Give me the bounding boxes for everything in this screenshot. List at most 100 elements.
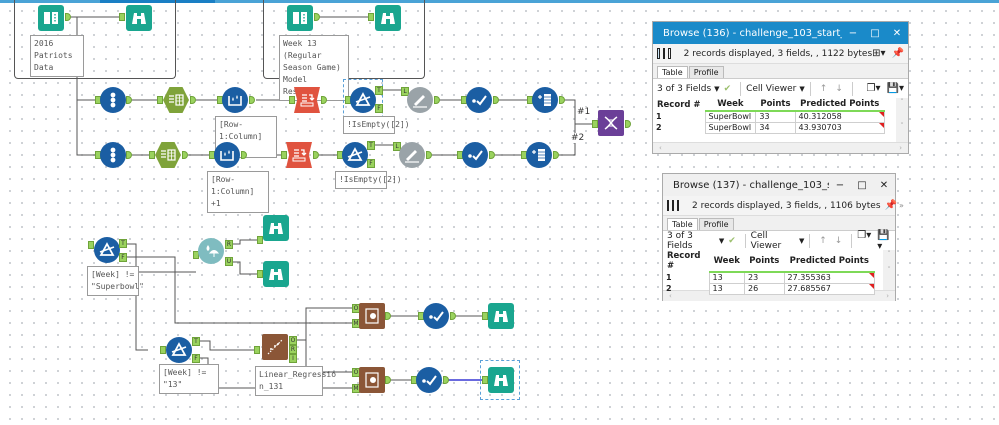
output-anchor[interactable]	[190, 96, 196, 104]
output-anchor[interactable]	[443, 376, 449, 384]
cell-week[interactable]: SuperBowl	[704, 110, 757, 123]
score-tool-2[interactable]	[359, 367, 385, 393]
multi-row-formula-tool-1[interactable]	[222, 87, 248, 113]
column-header-record[interactable]: Record #	[657, 99, 701, 110]
column-header-week[interactable]: Week	[709, 250, 745, 273]
window-title-bar[interactable]: Browse (136) - challenge_103_start_file.…	[653, 22, 908, 44]
record-id-tool-1[interactable]	[100, 87, 126, 113]
score-tool-1[interactable]	[359, 303, 385, 329]
input-anchor[interactable]	[482, 312, 488, 320]
maximize-button[interactable]: □	[870, 27, 880, 39]
output-anchor-o[interactable]: O	[289, 336, 297, 345]
select-tool-1[interactable]	[466, 87, 492, 113]
sample-tool[interactable]	[198, 238, 224, 264]
table-row[interactable]: 2 13 26 27.685567	[663, 282, 876, 295]
unique-anchor[interactable]: U	[225, 257, 233, 266]
cell-predicted[interactable]: 27.685567	[783, 282, 876, 295]
output-anchor[interactable]	[426, 151, 432, 159]
column-header-record[interactable]: Record #	[667, 251, 701, 271]
sort-up-icon[interactable]: ↑	[819, 83, 828, 94]
join-tool-disabled-2[interactable]	[399, 142, 425, 168]
input-anchor[interactable]	[257, 270, 263, 278]
text-to-columns-tool-2[interactable]	[155, 142, 181, 168]
cell-viewer-dropdown[interactable]: Cell Viewer	[750, 230, 782, 251]
output-anchor[interactable]	[625, 120, 631, 128]
minimize-button[interactable]: −	[848, 27, 858, 39]
cell-points[interactable]: 33	[755, 110, 796, 123]
output-anchor[interactable]	[385, 376, 391, 384]
input-data-tool-week13[interactable]	[287, 5, 313, 31]
filter-tool-2[interactable]	[342, 142, 368, 168]
column-header-points[interactable]: Points	[755, 98, 795, 112]
browse-tool-week13[interactable]	[375, 5, 401, 31]
join-tool-disabled-1[interactable]	[407, 87, 433, 113]
true-anchor[interactable]: T	[375, 86, 383, 95]
column-header-week[interactable]: Week	[705, 98, 756, 112]
cell-week[interactable]: SuperBowl	[704, 121, 757, 134]
column-header-predicted[interactable]: Predicted Points	[795, 98, 885, 112]
sort-up-icon[interactable]: ↑	[819, 235, 827, 246]
save-icon[interactable]: 💾▾	[886, 83, 904, 94]
select-tool-2[interactable]	[462, 142, 488, 168]
split-horizontal-icon[interactable]	[672, 200, 674, 211]
horizontal-scrollbar[interactable]: ‹›	[653, 142, 908, 153]
input-anchor[interactable]	[254, 346, 260, 354]
cell-predicted[interactable]: 27.355363	[783, 271, 876, 284]
select-tool-4[interactable]	[416, 367, 442, 393]
interactive-anchor[interactable]: I	[289, 354, 297, 363]
input-data-tool-patriots[interactable]	[38, 5, 64, 31]
browse-tool-unique[interactable]	[263, 261, 289, 287]
browse-tool-rule[interactable]	[263, 215, 289, 241]
split-vertical-icon[interactable]	[668, 48, 671, 59]
output-anchor[interactable]	[434, 96, 440, 104]
linear-regression-tool[interactable]	[262, 334, 288, 360]
save-icon[interactable]: 💾▾	[877, 229, 890, 252]
tab-table[interactable]: Table	[667, 218, 698, 230]
minimize-button[interactable]: −	[835, 179, 845, 191]
false-anchor[interactable]: F	[367, 159, 375, 168]
vertical-scrollbar[interactable]: ˄˅	[896, 98, 908, 142]
output-anchor[interactable]	[493, 96, 499, 104]
overflow-icon[interactable]: »	[898, 201, 904, 210]
dynamic-rename-tool-1[interactable]	[532, 87, 558, 113]
output-anchor[interactable]	[559, 96, 565, 104]
input-anchor[interactable]	[482, 376, 488, 384]
multi-row-formula-tool-2[interactable]	[214, 142, 240, 168]
report-anchor[interactable]: R	[289, 345, 297, 354]
dynamic-rename-tool-2[interactable]	[526, 142, 552, 168]
output-anchor[interactable]	[182, 151, 188, 159]
table-row[interactable]: 1 13 23 27.355363	[663, 271, 876, 284]
cell-predicted[interactable]: 40.312058	[794, 110, 885, 123]
results-grid[interactable]: Record # Week Points Predicted Points 1 …	[653, 98, 908, 142]
false-anchor[interactable]: F	[375, 104, 383, 113]
output-anchor[interactable]	[450, 312, 456, 320]
table-row[interactable]: 1 SuperBowl 33 40.312058	[653, 110, 885, 123]
output-anchor[interactable]	[65, 13, 71, 21]
filter-tool-1[interactable]	[350, 87, 376, 113]
cell-predicted[interactable]: 43.930703	[794, 121, 885, 134]
filter-tool-superbowl[interactable]	[94, 237, 120, 263]
browse-window-136[interactable]: Browse (136) - challenge_103_start_file.…	[652, 21, 909, 154]
cell-points[interactable]: 23	[744, 271, 785, 284]
input-anchor[interactable]	[257, 236, 263, 244]
tab-profile[interactable]: Profile	[698, 218, 734, 230]
chevron-down-icon[interactable]: ▼	[798, 236, 805, 245]
window-title-bar[interactable]: Browse (137) - challenge_103_start... − …	[663, 174, 895, 196]
true-anchor[interactable]: T	[119, 239, 127, 248]
cell-week[interactable]: 13	[708, 282, 745, 295]
cell-viewer-dropdown[interactable]: Cell Viewer	[746, 83, 797, 94]
cell-week[interactable]: 13	[708, 271, 745, 284]
false-anchor[interactable]: F	[119, 253, 127, 262]
filter-tool-week13[interactable]	[166, 337, 192, 363]
input-anchor[interactable]	[592, 120, 598, 128]
vertical-scrollbar[interactable]: ˄˅	[883, 250, 895, 290]
output-anchor[interactable]	[321, 96, 327, 104]
input-anchor[interactable]	[119, 13, 125, 21]
column-header-predicted[interactable]: Predicted Points	[784, 250, 875, 273]
output-anchor[interactable]	[249, 96, 255, 104]
browse-tool-patriots[interactable]	[126, 5, 152, 31]
record-id-tool-2[interactable]	[100, 142, 126, 168]
apply-check-icon[interactable]: ✔	[728, 235, 736, 246]
sort-down-icon[interactable]: ↓	[835, 83, 843, 94]
true-anchor[interactable]: T	[367, 141, 375, 150]
